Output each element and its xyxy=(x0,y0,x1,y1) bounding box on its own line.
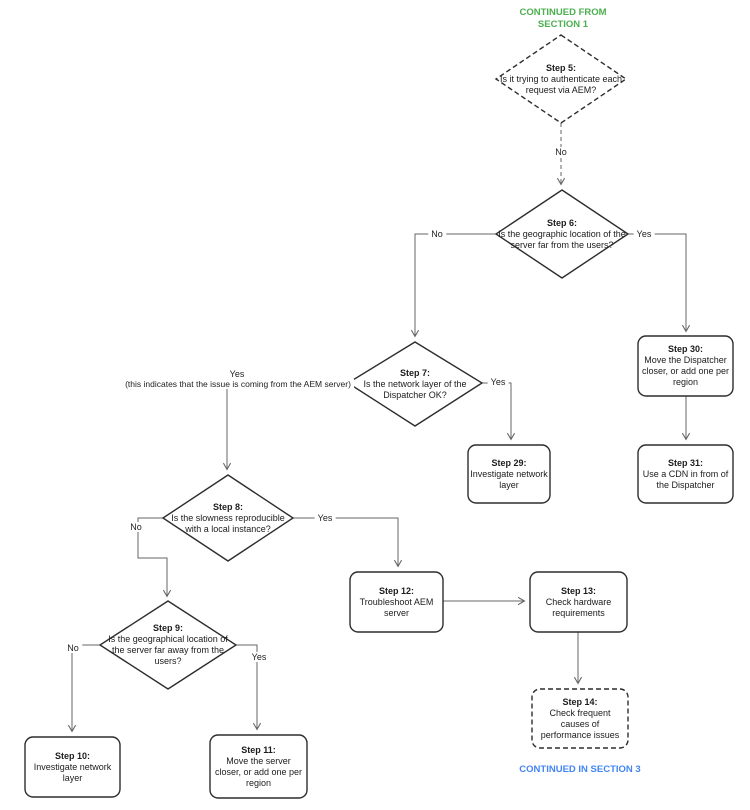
step13-process-shape xyxy=(529,571,628,633)
connector-step7-step8 xyxy=(222,382,348,471)
step8-decision-shape xyxy=(161,474,295,562)
edge-label-step7-yes-left: Yes xyxy=(226,369,248,379)
step31-process-shape xyxy=(637,444,734,504)
step6-decision-shape xyxy=(494,189,630,279)
edge-label-step8-yes: Yes xyxy=(314,513,336,523)
connector-step7-step29 xyxy=(482,382,516,441)
connector-step9-step10 xyxy=(67,644,100,733)
continued-from-section-1-label: CONTINUED FROM SECTION 1 xyxy=(519,7,607,30)
step5-decision-shape xyxy=(494,34,628,124)
edge-label-step8-no: No xyxy=(127,522,145,532)
connector-step6-step7 xyxy=(410,233,497,338)
continued-in-section-3-label: CONTINUED IN SECTION 3 xyxy=(519,764,641,775)
edge-label-step6-no: No xyxy=(428,229,446,239)
step29-process-shape xyxy=(467,444,551,504)
connector-step8-step9 xyxy=(137,517,172,598)
connector-step6-step30 xyxy=(628,233,691,333)
step7-decision-shape xyxy=(346,341,484,427)
step9-decision-shape xyxy=(98,600,238,690)
step30-process-shape xyxy=(637,335,734,397)
step11-process-shape xyxy=(209,734,308,799)
edge-label-step7-yes: Yes xyxy=(487,377,509,387)
step14-process-shape xyxy=(531,688,629,749)
edge-label-step5-no: No xyxy=(552,147,570,157)
edge-label-step9-yes: Yes xyxy=(248,652,270,662)
step10-process-shape xyxy=(24,736,121,798)
connector-step9-step11 xyxy=(236,644,262,731)
connector-step8-step12 xyxy=(293,517,403,568)
edge-label-step6-yes: Yes xyxy=(633,229,655,239)
step12-process-shape xyxy=(349,571,444,633)
edge-note-step7-aem-server: (this indicates that the issue is coming… xyxy=(122,379,354,389)
edge-label-step9-no: No xyxy=(64,643,82,653)
